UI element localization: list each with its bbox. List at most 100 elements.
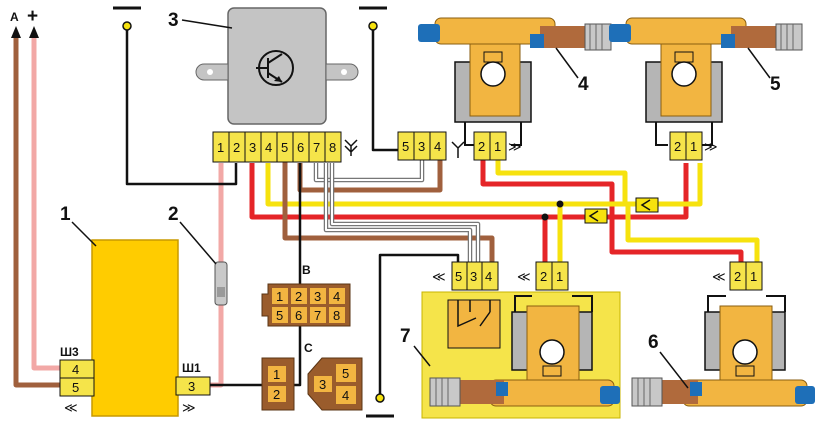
female-pin-icon: ≫ (704, 139, 718, 154)
aux-connector: 5 3 4 (397, 131, 465, 161)
sh3-pin: 5 (72, 380, 79, 395)
power-supply: A + (10, 6, 39, 38)
arrow-up-icon (11, 26, 21, 38)
actuator-6: 2 1 ≪ (631, 261, 815, 407)
wire-red-a4 (480, 160, 615, 217)
view-c-pin: 2 (273, 387, 280, 402)
sh3-pin: 4 (72, 362, 79, 377)
view-b-pin-cell (291, 307, 307, 323)
wire-brown-switch (282, 163, 495, 262)
view-b-pin-cell (272, 288, 288, 304)
male-connector-icon: ≫ (182, 400, 196, 415)
female-pin-icon: ≪ (432, 269, 446, 284)
callout-1: 1 (60, 204, 71, 225)
connector-view-b-label: B (302, 263, 311, 277)
inline-connector-1 (584, 208, 608, 224)
view-b-pin: 3 (314, 289, 321, 304)
inline-connector-2 (635, 197, 659, 213)
view-b-pin: 2 (295, 289, 302, 304)
male-pin-icon (344, 139, 358, 156)
relay-pin: 3 (249, 140, 256, 155)
wire-limit-switch-pink (210, 305, 224, 388)
callout-5: 5 (770, 74, 781, 95)
wire-white-b-core (325, 163, 471, 262)
a6-pin: 2 (734, 269, 741, 284)
junction-dot (541, 213, 549, 221)
connector-sh1 (175, 376, 211, 396)
actuator-7: 5 3 4 ≪ 2 1 ≪ (421, 261, 621, 419)
wire-yellow-main (265, 163, 703, 207)
view-b-pin: 4 (333, 289, 340, 304)
view-b-pin: 1 (276, 289, 283, 304)
wire-unit7-ground (378, 253, 460, 398)
female-pin-icon: ≪ (517, 269, 531, 284)
relay-pin: 6 (297, 140, 304, 155)
transistor-icon (256, 50, 294, 86)
wire-aux-ground (371, 24, 406, 152)
view-b-pin-cell (310, 288, 326, 304)
a7-switch-pin: 5 (455, 269, 462, 284)
minus-terminal-label: A (10, 10, 19, 24)
relay-pin: 4 (265, 140, 272, 155)
plus-terminal-label: + (27, 6, 38, 27)
female-pin-icon: ≫ (508, 139, 522, 154)
wiring-harness (13, 24, 760, 398)
wire-red-main (249, 163, 689, 220)
callouts: 1 2 3 4 5 6 7 (60, 10, 781, 389)
arrow-up-icon (29, 26, 39, 38)
actuator-5: 2 1 ≫ (609, 17, 803, 161)
a5-pin: 2 (674, 139, 681, 154)
wire-yellow-a6 (625, 204, 760, 262)
wire-white-a-core (315, 160, 423, 181)
view-b-pin: 7 (314, 308, 321, 323)
ground-symbol-icon (113, 6, 141, 31)
a4-pin: 2 (478, 139, 485, 154)
sh1-pin: 3 (188, 379, 195, 394)
view-b-pin-cell (329, 307, 345, 323)
view-c-pin: 1 (273, 367, 280, 382)
wire-power-brown (13, 38, 60, 388)
female-pin-icon: ≪ (712, 269, 726, 284)
wire-red-a6 (609, 217, 744, 262)
a7-switch-pin: 4 (485, 269, 492, 284)
relay-pin: 8 (329, 140, 336, 155)
view-b-pin-cell (310, 307, 326, 323)
a7-pin: 2 (540, 269, 547, 284)
callout-6: 6 (648, 332, 659, 353)
callout-3: 3 (168, 10, 179, 31)
a7-switch (447, 299, 501, 349)
female-connector-icon: ≪ (64, 400, 78, 415)
male-pin-icon (451, 141, 465, 158)
aux-pin: 3 (418, 139, 425, 154)
callout-2: 2 (168, 204, 179, 225)
aux-pin: 5 (402, 139, 409, 154)
view-b-pin: 8 (333, 308, 340, 323)
callout-7: 7 (400, 326, 411, 347)
a6-pin: 1 (750, 269, 757, 284)
ground-symbol-icon (366, 393, 394, 418)
connector-view-c-label: C (304, 341, 313, 355)
connector-view-c: C 1 2 3 5 4 (261, 341, 363, 411)
ground-symbol-icon (359, 6, 387, 31)
controller-unit: 4 5 Ш3 ≪ 3 Ш1 ≫ (59, 239, 211, 417)
wire-white-c-core (331, 163, 479, 262)
view-c-pin: 4 (342, 388, 349, 403)
view-b-pin-cell (291, 288, 307, 304)
view-c-pin: 5 (342, 366, 349, 381)
relay-pin: 5 (281, 140, 288, 155)
sh1-label: Ш1 (182, 361, 201, 375)
wire-brown-aux (297, 160, 443, 193)
sh3-label: Ш3 (60, 345, 79, 359)
wire-yellow-a4 (495, 160, 628, 204)
view-b-pin: 6 (295, 308, 302, 323)
a7-pin: 1 (556, 269, 563, 284)
wire-power-pink (31, 38, 60, 371)
limit-switch (214, 261, 228, 306)
view-c-pin: 3 (319, 377, 326, 392)
a7-switch-connector (451, 261, 499, 291)
relay-pin: 1 (217, 140, 224, 155)
view-b-pin-cell (272, 307, 288, 323)
